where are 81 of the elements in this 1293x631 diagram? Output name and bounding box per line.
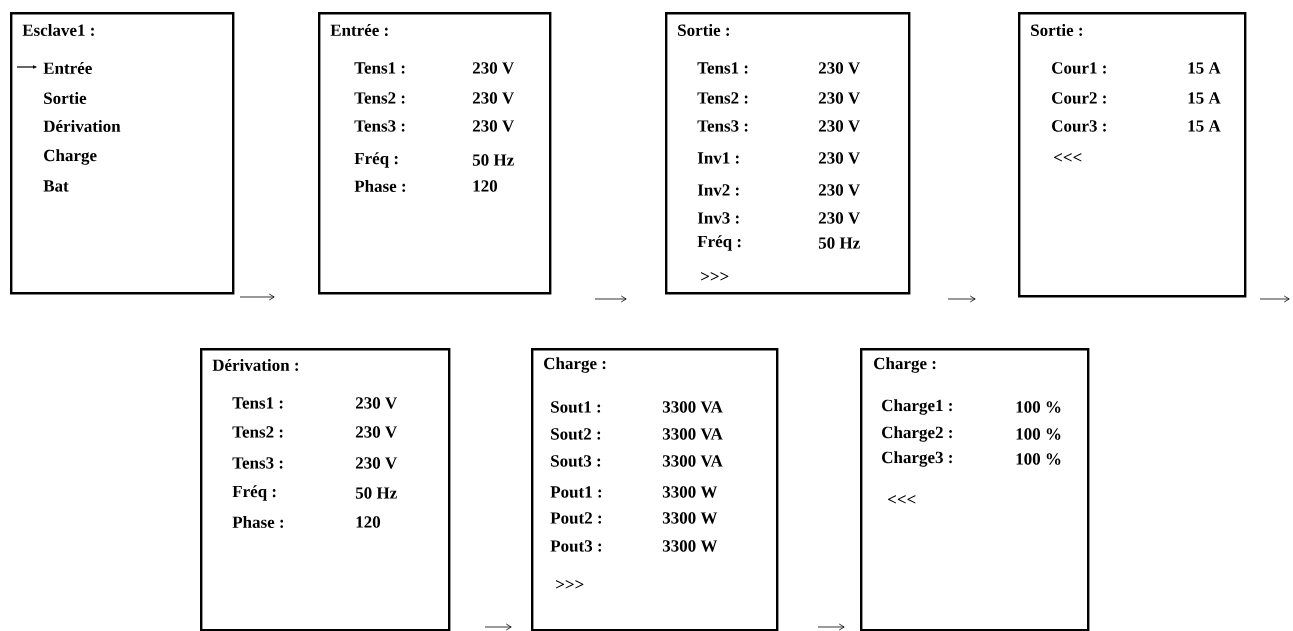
screen-title: Sortie :: [1031, 24, 1083, 36]
field-label: Tens3 :: [232, 457, 283, 469]
field-label: Charge1 :: [882, 399, 952, 415]
field-value: 230 V: [472, 120, 515, 132]
field-value: 230 V: [818, 184, 861, 196]
screen-title: Entrée :: [330, 23, 388, 36]
field-value: 230 V: [355, 426, 398, 438]
field-value: 120: [356, 516, 381, 528]
field-value: 50 Hz: [355, 487, 397, 499]
field-label: Sout3 :: [551, 455, 601, 467]
field-label: Inv1 :: [697, 152, 739, 164]
field-label: Tens1 :: [697, 62, 748, 74]
field-value: 50 Hz: [472, 154, 514, 166]
field-label: Sout2 :: [551, 428, 601, 440]
field-value: 230 V: [355, 457, 398, 469]
screen-panel: [665, 12, 911, 295]
menu-item: Sortie: [44, 92, 87, 104]
field-label: Fréq :: [697, 235, 741, 251]
field-label: Inv3 :: [697, 212, 739, 224]
field-value: 15 A: [1188, 92, 1221, 104]
page-indicator: >>>: [556, 580, 584, 589]
field-label: Cour2 :: [1052, 92, 1106, 104]
field-value: 15 A: [1188, 120, 1221, 132]
menu-item: Entrée: [43, 62, 92, 74]
field-value: 230 V: [818, 62, 861, 74]
screen-title: Dérivation :: [212, 358, 299, 371]
field-label: Pout1 :: [550, 486, 602, 498]
screen-panel: [10, 12, 235, 295]
field-value: 230 V: [472, 62, 515, 74]
page-indicator: >>>: [701, 272, 729, 281]
screen-title: Charge :: [544, 357, 606, 373]
menu-item: Dérivation: [43, 120, 121, 132]
field-value: 3300 W: [662, 512, 718, 524]
field-value: 230 V: [472, 92, 515, 104]
field-label: Tens1 :: [354, 62, 405, 74]
screen-panel: [1018, 12, 1247, 298]
menu-item: Charge: [44, 149, 97, 165]
field-label: Fréq :: [354, 152, 398, 168]
field-value: 100 %: [1016, 453, 1061, 465]
field-value: 230 V: [818, 92, 861, 104]
field-value: 230 V: [818, 120, 861, 132]
field-label: Tens2 :: [697, 92, 748, 104]
screen-title: Esclave1 :: [22, 24, 94, 36]
field-label: Phase :: [354, 180, 406, 192]
field-label: Inv2 :: [697, 184, 739, 196]
field-value: 3300 VA: [662, 401, 723, 413]
field-label: Tens2 :: [354, 92, 405, 104]
field-label: Sout1 :: [551, 401, 601, 413]
field-label: Tens3 :: [697, 120, 748, 132]
field-value: 15 A: [1188, 62, 1221, 74]
field-label: Phase :: [232, 515, 284, 528]
field-label: Fréq :: [232, 485, 276, 501]
page-indicator: <<<: [888, 495, 916, 504]
field-label: Cour1 :: [1052, 62, 1106, 74]
field-value: 230 V: [818, 212, 861, 224]
field-value: 3300 W: [662, 540, 718, 552]
field-value: 3300 VA: [662, 455, 723, 467]
field-label: Tens1 :: [232, 397, 283, 409]
field-label: Charge3 :: [882, 451, 952, 467]
field-label: Tens2 :: [232, 426, 283, 438]
menu-item: Bat: [43, 180, 69, 192]
field-label: Charge2 :: [882, 426, 952, 442]
screen-title: Charge :: [874, 357, 936, 373]
screen-panel: [318, 12, 552, 295]
field-label: Pout2 :: [550, 512, 602, 524]
field-value: 100 %: [1016, 428, 1061, 440]
page-indicator: <<<: [1054, 153, 1082, 162]
screen-panel: [531, 348, 779, 631]
field-value: 230 V: [355, 397, 398, 409]
field-value: 120: [473, 180, 498, 192]
field-label: Cour3 :: [1052, 120, 1106, 132]
field-value: 230 V: [818, 152, 861, 164]
screen-panel: [860, 348, 1090, 631]
field-value: 3300 VA: [662, 428, 723, 440]
screen-panel: [200, 348, 451, 631]
field-label: Pout3 :: [550, 540, 602, 552]
field-label: Tens3 :: [354, 120, 405, 132]
field-value: 50 Hz: [818, 237, 860, 249]
field-value: 100 %: [1016, 401, 1061, 413]
field-value: 3300 W: [662, 486, 718, 498]
screen-title: Sortie :: [678, 24, 730, 36]
